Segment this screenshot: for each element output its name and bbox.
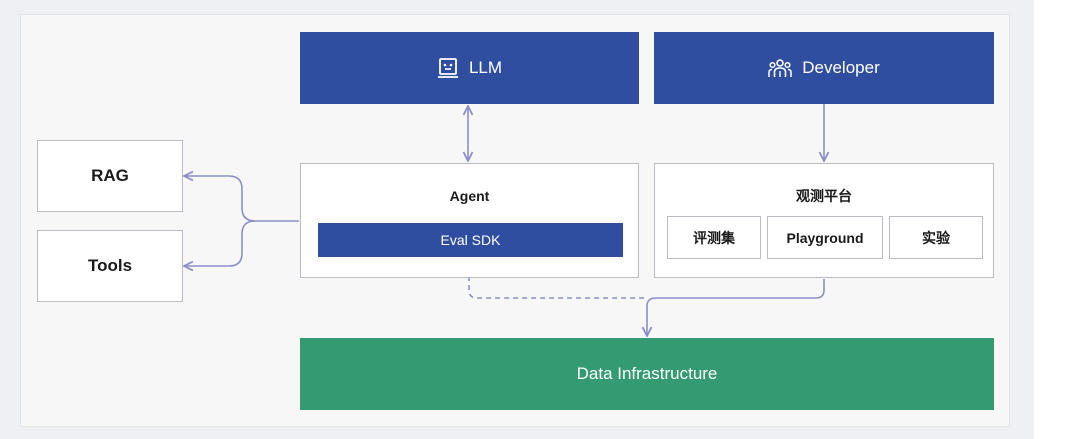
developer-box: Developer [654, 32, 994, 104]
data-infrastructure-label: Data Infrastructure [576, 364, 718, 383]
llm-label: LLM [468, 58, 503, 77]
rag-box: RAG [37, 140, 183, 212]
right-margin [1034, 0, 1080, 439]
agent-title: Agent [449, 188, 490, 204]
platform-item-eval-set: 评测集 [667, 216, 761, 259]
robot-face-icon [437, 57, 459, 79]
platform-title: 观测平台 [796, 188, 852, 204]
data-infrastructure-box: Data Infrastructure [300, 338, 994, 410]
llm-box: LLM [300, 32, 639, 104]
platform-item-label: 评测集 [693, 229, 735, 246]
platform-item-label: 实验 [922, 229, 950, 246]
platform-item-playground: Playground [767, 216, 883, 259]
rag-label: RAG [91, 166, 129, 185]
platform-to-data-connector [647, 279, 825, 336]
tools-box: Tools [37, 230, 183, 302]
sdk-to-data-connector [468, 258, 646, 299]
tools-label: Tools [87, 256, 133, 275]
platform-item-label: Playground [786, 229, 864, 246]
developer-label: Developer [802, 58, 880, 77]
platform-item-experiment: 实验 [889, 216, 983, 259]
agent-box: Agent Eval SDK [300, 163, 639, 278]
eval-sdk-bar: Eval SDK [318, 223, 623, 257]
observability-platform-box: 观测平台 评测集 Playground 实验 [654, 163, 994, 278]
eval-sdk-label: Eval SDK [440, 232, 501, 248]
agent-to-rag-connector [184, 176, 299, 222]
agent-to-tools-connector [184, 220, 256, 266]
people-group-icon [768, 57, 792, 79]
